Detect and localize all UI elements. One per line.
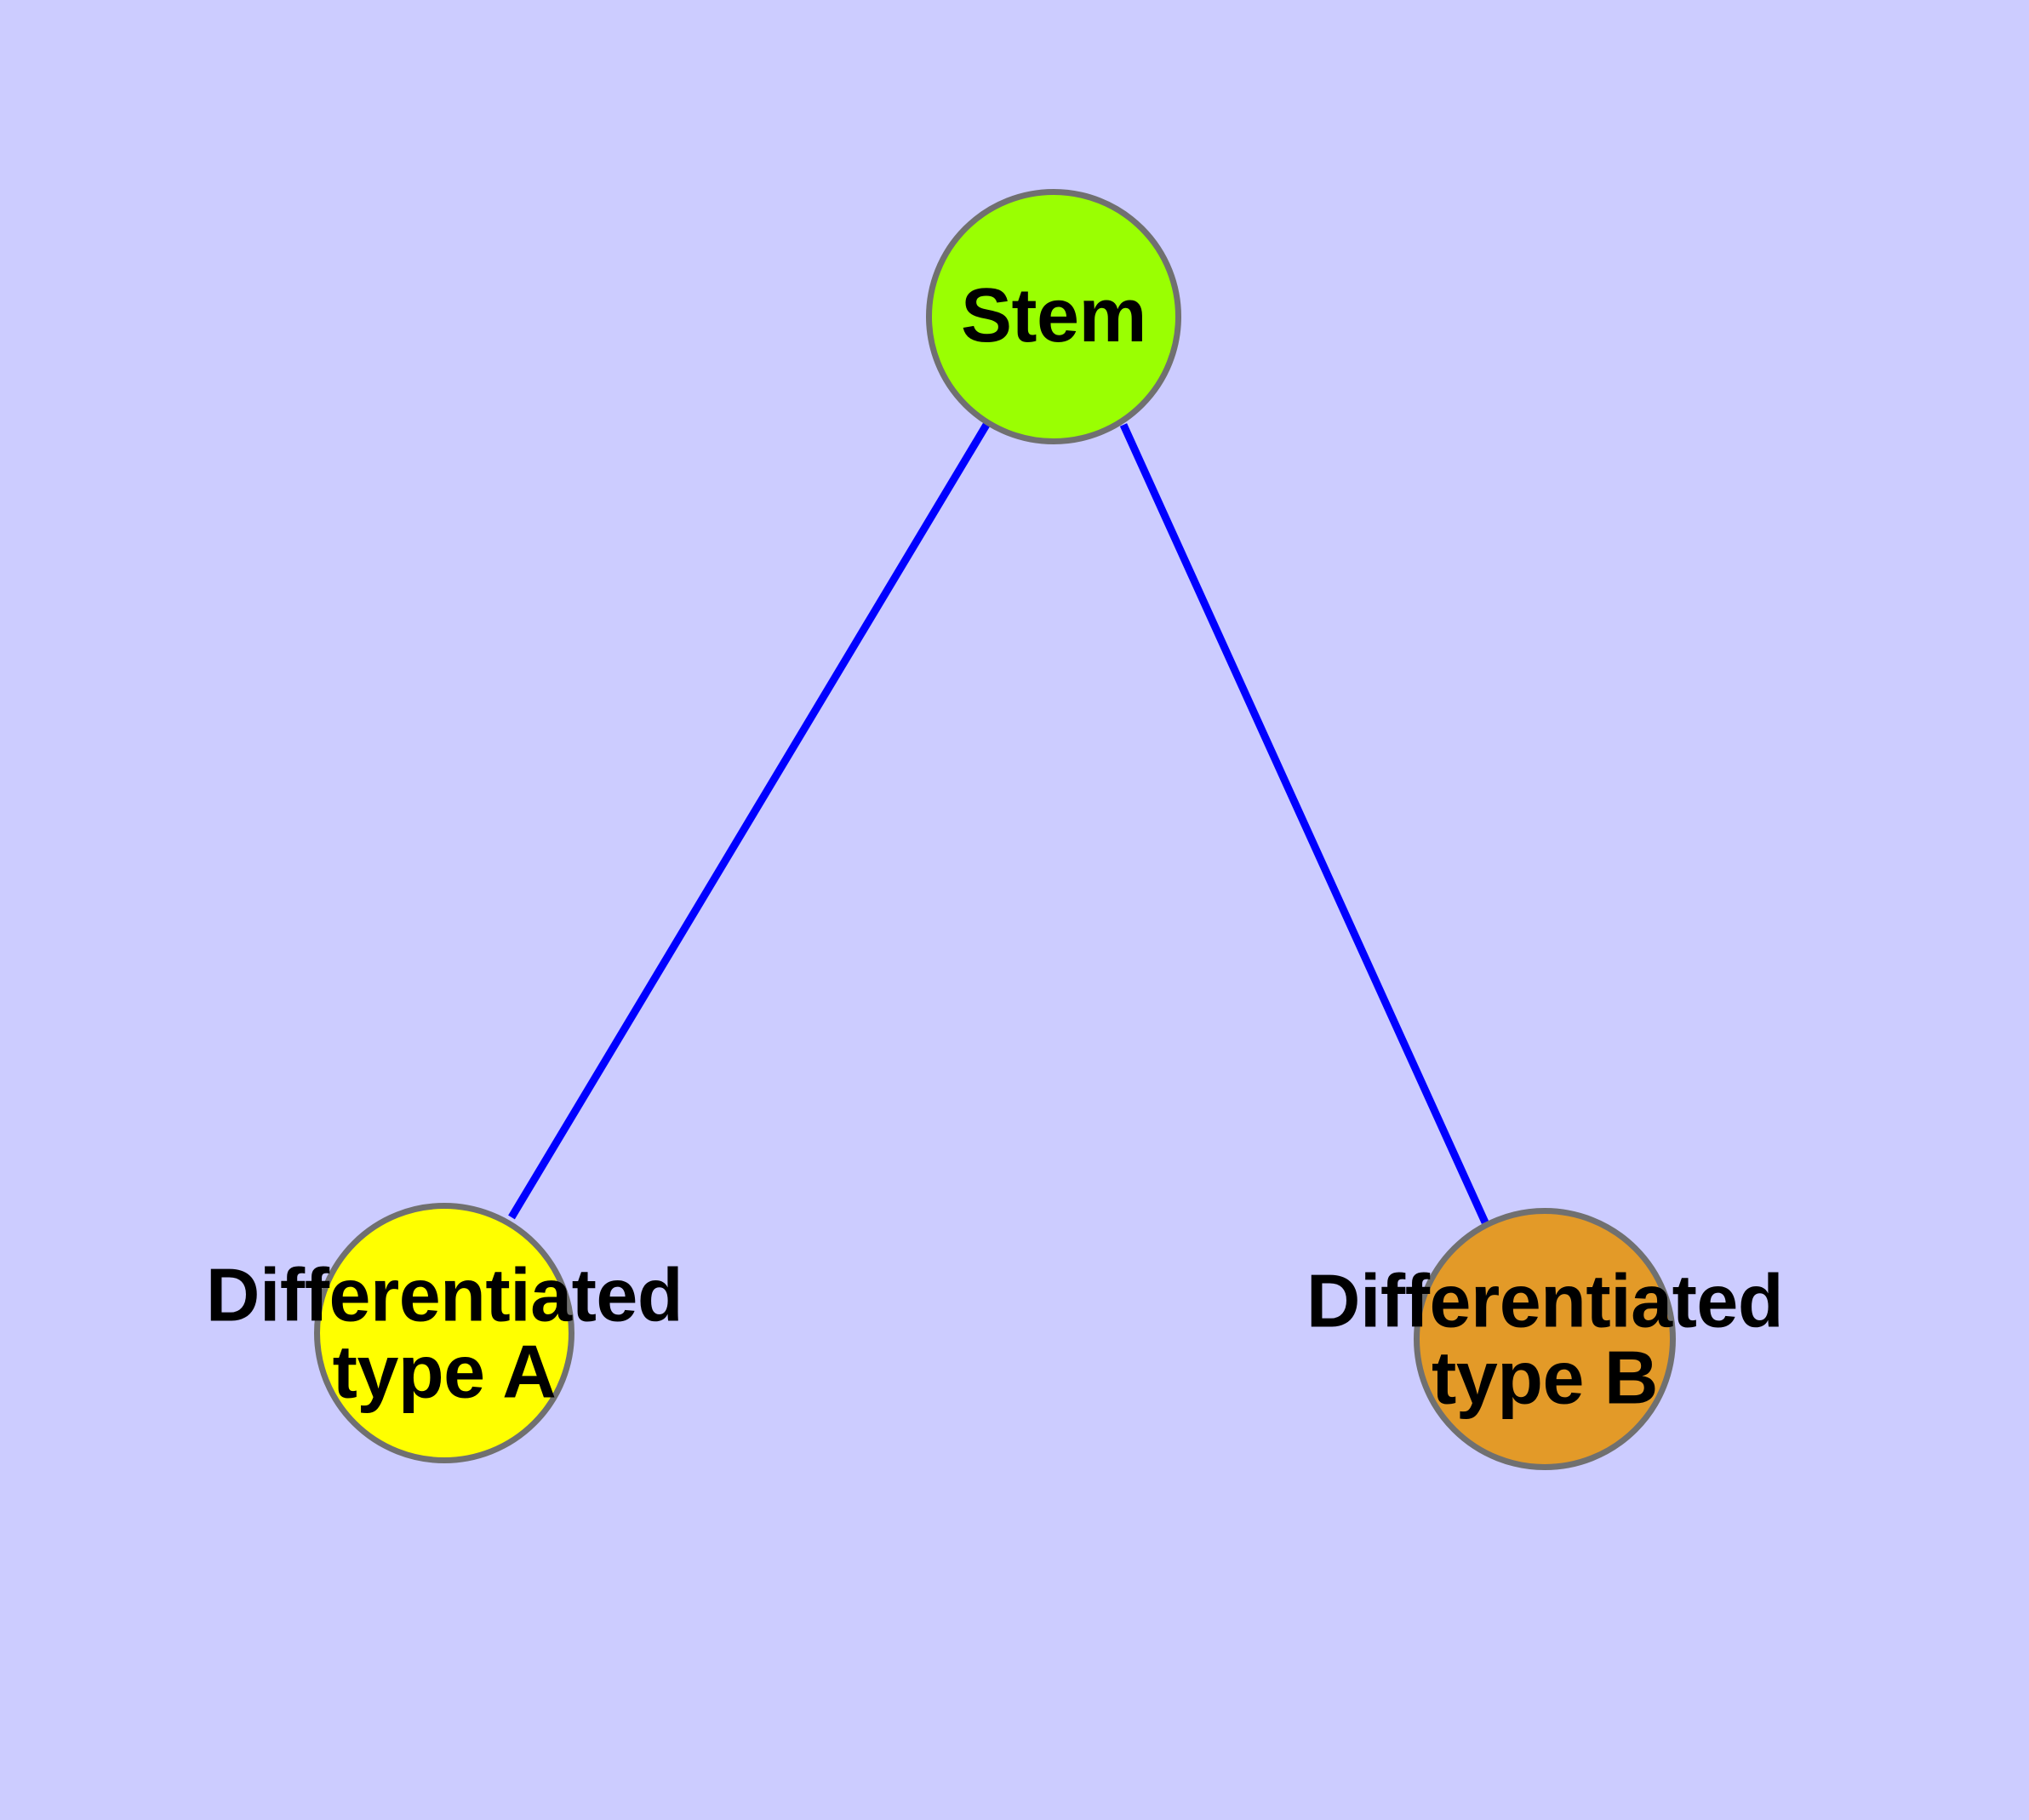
node-circle-diff-a[interactable] — [314, 1203, 574, 1463]
node-circle-stem[interactable] — [926, 189, 1181, 444]
edge-stem-a — [508, 422, 990, 1220]
edge-stem-b — [1119, 423, 1489, 1224]
nodes-layer — [314, 189, 1676, 1470]
node-circle-diff-b[interactable] — [1414, 1208, 1676, 1470]
edges-layer — [508, 422, 1489, 1224]
